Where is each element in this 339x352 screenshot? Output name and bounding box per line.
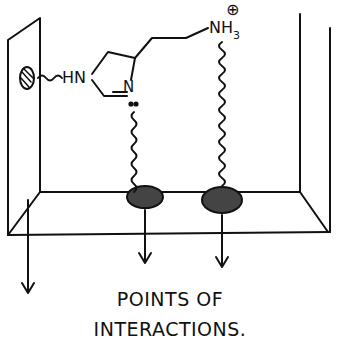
hatching xyxy=(21,69,33,87)
atom-label: N xyxy=(123,78,134,96)
pointer-arrow xyxy=(22,200,34,293)
pointer-arrow xyxy=(139,210,151,263)
back-floor-edge xyxy=(40,191,300,193)
atom-label: NH xyxy=(209,18,233,37)
interaction-squiggle xyxy=(219,42,225,186)
interaction-squiggle xyxy=(132,112,137,192)
caption: POINTS OF INTERACTIONS. xyxy=(70,284,270,344)
binding-point xyxy=(20,67,34,89)
right-wall-front xyxy=(329,28,331,232)
binding-point xyxy=(127,186,163,208)
charge-symbol: ⊕ xyxy=(226,0,239,19)
atom-label: HN xyxy=(62,68,86,87)
binding-point xyxy=(202,187,242,213)
interaction-squiggle xyxy=(38,76,62,81)
lone-pair xyxy=(134,102,137,105)
lone-pair xyxy=(129,102,132,105)
subscript: 3 xyxy=(233,29,240,42)
imidazole-ring xyxy=(92,52,135,96)
floor-front-edge xyxy=(8,232,330,235)
pointer-arrow xyxy=(216,215,228,267)
left-wall xyxy=(8,18,40,235)
ethyl-chain xyxy=(135,28,208,58)
right-wall-edge xyxy=(300,14,328,232)
